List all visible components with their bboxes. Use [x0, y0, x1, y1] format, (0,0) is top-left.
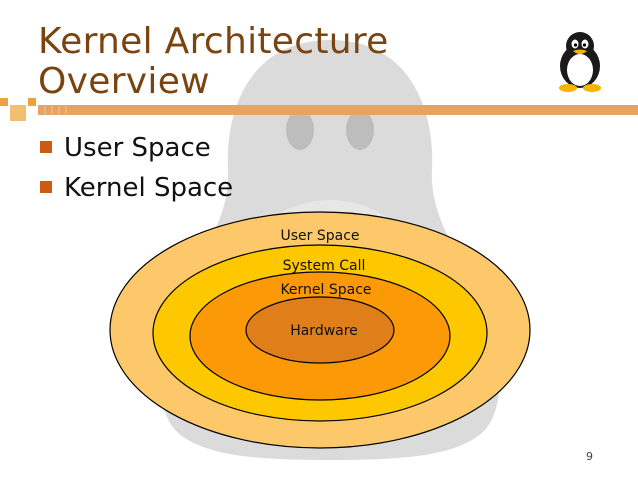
- page-number: 9: [586, 450, 593, 463]
- bullet-item: Kernel Space: [40, 168, 233, 208]
- title-line-2: Overview: [38, 61, 210, 102]
- label-kernel-space: Kernel Space: [280, 282, 371, 298]
- square-bullet-icon: [40, 141, 52, 153]
- bullet-list: User Space Kernel Space: [40, 128, 233, 208]
- layer-hardware: [245, 296, 395, 364]
- kernel-layers-diagram: User Space System Call Kernel Space Hard…: [109, 211, 531, 449]
- slide-title: Kernel Architecture Overview: [38, 22, 389, 102]
- tux-penguin-icon: [559, 32, 601, 92]
- bullet-text: Kernel Space: [64, 173, 234, 203]
- bullet-text: User Space: [64, 133, 211, 163]
- bullet-item: User Space: [40, 128, 233, 168]
- title-accent-bar: [0, 98, 638, 121]
- title-line-1: Kernel Architecture: [38, 21, 389, 62]
- label-hardware: Hardware: [290, 323, 358, 339]
- label-user-space: User Space: [280, 228, 359, 244]
- label-system-call: System Call: [283, 258, 366, 274]
- square-bullet-icon: [40, 181, 52, 193]
